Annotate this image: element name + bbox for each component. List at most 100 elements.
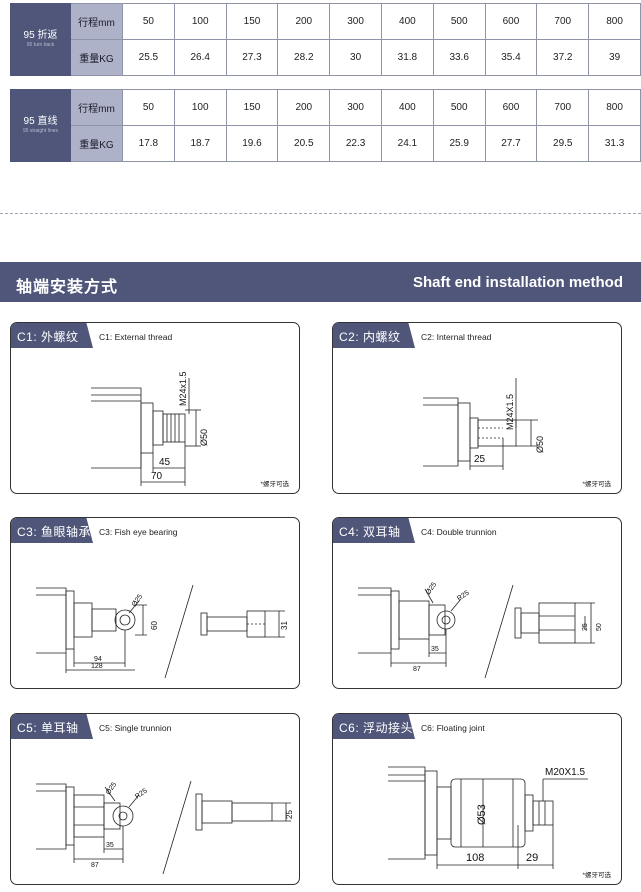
method-card-external-thread: C1: 外螺纹 C1: External thread M24x1.5 Ø50 … [10, 322, 300, 494]
card-tab: C1: 外螺纹 [11, 323, 93, 348]
thread-dim: M24X1.5 [505, 394, 515, 430]
weight-cell: 17.8 [122, 125, 175, 162]
weight-cell: 33.6 [432, 39, 486, 76]
stroke-cell: 500 [432, 89, 486, 126]
stroke-cell: 600 [484, 89, 538, 126]
stroke-cell: 50 [122, 89, 175, 126]
weight-cell: 28.2 [277, 39, 331, 76]
card-tab-label: C1: 外螺纹 [17, 330, 79, 344]
stroke-cell: 800 [588, 3, 641, 40]
single-trunnion-drawing: Ø25 R25 35 87 25 [36, 780, 294, 875]
view-separator [164, 584, 194, 679]
diameter-dim: Ø53 [476, 804, 488, 825]
thread-dim: M24x1.5 [178, 371, 188, 406]
spec-table-turn-back: 95 折返 95 turn back 行程mm 50 100 150 200 3… [10, 3, 641, 76]
model-label: 95 直线 95 straight lines [10, 89, 71, 162]
model-label-en: 95 straight lines [22, 128, 59, 135]
length-a-dim: 35 [106, 842, 114, 849]
threaded-rod [162, 413, 186, 443]
dashed-divider [0, 213, 641, 214]
stroke-cell: 600 [484, 3, 538, 40]
view-separator [162, 780, 192, 875]
card-tab-label: C4: 双耳轴 [339, 525, 401, 539]
side-view-flange [195, 793, 203, 831]
weight-cell: 29.5 [536, 125, 590, 162]
thread-optional-note: *螺牙可选 [260, 481, 289, 488]
double-trunnion-drawing: Ø25 R25 35 87 25 50 [358, 581, 603, 679]
stroke-cell: 200 [277, 89, 331, 126]
weight-cell: 26.4 [173, 39, 227, 76]
length-a-dim: 45 [159, 457, 171, 468]
card-subtitle: C4: Double trunnion [421, 527, 497, 537]
stroke-cell: 150 [225, 89, 279, 126]
thread-dim: M20X1.5 [545, 767, 585, 778]
end-cap [424, 770, 438, 856]
weight-cell: 31.3 [588, 125, 641, 162]
width-dim: 25 [285, 810, 294, 819]
length-a-dim: 35 [431, 646, 439, 653]
card-tab: C5: 单耳轴 [11, 714, 93, 739]
card-subtitle: C1: External thread [99, 332, 173, 342]
model-label-en: 95 turn back [26, 42, 55, 49]
stroke-cell: 400 [380, 3, 434, 40]
weight-cell: 25.5 [122, 39, 175, 76]
card-tab: C3: 鱼眼轴承 [11, 518, 93, 543]
bearing-eye [114, 609, 136, 631]
cylinder-body [91, 387, 142, 469]
weight-cell: 25.9 [432, 125, 486, 162]
radius-dim: R25 [456, 589, 471, 602]
card-tab-label: C5: 单耳轴 [17, 721, 79, 735]
weight-cell: 31.8 [380, 39, 434, 76]
stroke-header: 行程mm [70, 89, 123, 126]
clevis-body [398, 600, 430, 640]
weight-header: 重量KG [70, 125, 123, 162]
hole-dim: Ø25 [131, 593, 144, 608]
view-separator [484, 584, 514, 679]
card-tab-label: C6: 浮动接头 [339, 721, 414, 735]
side-view-flange [514, 607, 522, 639]
trunnion-eye [112, 805, 134, 827]
stroke-cell: 100 [173, 89, 227, 126]
method-card-single-trunnion: C5: 单耳轴 C5: Single trunnion Ø25 [10, 713, 300, 885]
floating-joint-drawing: Ø53 M20X1.5 108 29 [388, 766, 588, 869]
stroke-cell: 200 [277, 3, 331, 40]
weight-cell: 30 [329, 39, 382, 76]
weight-cell: 19.6 [225, 125, 279, 162]
side-view-flange [200, 612, 208, 636]
height-dim: 60 [150, 621, 159, 630]
trunnion-eye [436, 610, 456, 630]
weight-cell: 39 [588, 39, 641, 76]
cylinder-body [36, 783, 67, 850]
cylinder-body [36, 587, 67, 654]
weight-cell: 35.4 [484, 39, 538, 76]
section-title-cn: 轴端安装方式 [16, 279, 119, 296]
diameter-dim: Ø50 [199, 429, 209, 446]
length-b-dim: 70 [151, 471, 163, 482]
model-label-cn: 95 折返 [23, 29, 58, 41]
end-cap [457, 402, 471, 462]
gap-dim: 25 [582, 623, 589, 631]
fish-eye-bearing-drawing: Ø25 60 94 128 31 [36, 584, 289, 679]
stroke-cell: 300 [329, 89, 382, 126]
card-subtitle: C5: Single trunnion [99, 723, 172, 733]
stroke-cell: 800 [588, 89, 641, 126]
length-b-dim: 87 [91, 862, 99, 869]
length-b-dim: 128 [91, 663, 103, 670]
thread-end [532, 800, 554, 826]
length-a-dim: 94 [94, 656, 102, 663]
weight-header: 重量KG [70, 39, 123, 76]
stroke-cell: 400 [380, 89, 434, 126]
model-label-cn: 95 直线 [23, 115, 58, 127]
model-label: 95 折返 95 turn back [10, 3, 71, 76]
stroke-cell: 700 [536, 3, 590, 40]
length-b-dim: 87 [413, 666, 421, 673]
cylinder-body [423, 397, 459, 467]
stroke-cell: 700 [536, 89, 590, 126]
card-tab-label: C2: 内螺纹 [339, 330, 401, 344]
stroke-cell: 300 [329, 3, 382, 40]
width-dim: 31 [280, 621, 289, 630]
weight-cell: 27.3 [225, 39, 279, 76]
card-tab: C4: 双耳轴 [333, 518, 415, 543]
card-subtitle: C6: Floating joint [421, 723, 485, 733]
external-thread-drawing: M24x1.5 Ø50 45 70 [91, 371, 209, 486]
